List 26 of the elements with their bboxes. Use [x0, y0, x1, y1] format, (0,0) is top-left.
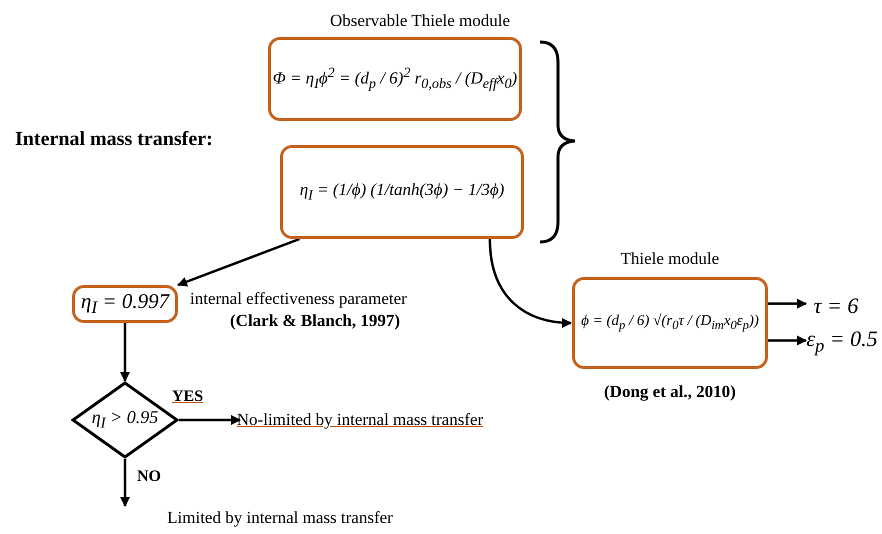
citation-text: (Clark & Blanch, 1997): [230, 311, 400, 331]
arrow: [488, 238, 572, 328]
arrow: [120, 459, 130, 507]
formula-text: Φ = η$_{I}$ϕ$^{2}$ = (d$_{p}$ / 6)$^{2}$ r$_{0,obs}$ / (D$_{eff}$x$_{0}$): [272, 64, 518, 94]
arrow: [177, 238, 300, 286]
arrow: [768, 298, 807, 309]
arrow: [179, 415, 241, 425]
formula-text: η$_{I}$ = 0.997: [80, 289, 170, 319]
formula-box: [268, 37, 522, 121]
module-caption: Thiele module: [620, 249, 720, 269]
formula-text: ϕ = (d$_{p}$ / 6) √(r$_{0}$τ / (D$_{im}$x$_{0}$ε$_{p}$)): [581, 313, 759, 333]
arrow: [768, 335, 807, 346]
arrow: [120, 323, 130, 382]
edge-label: YES: [172, 388, 204, 406]
value-text: τ = 6: [806, 292, 866, 320]
outcome-text: Limited by internal mass transfer: [150, 506, 410, 530]
value-text: ε$_{p}$ = 0.5: [806, 326, 878, 356]
formula-box: [72, 285, 178, 323]
section-heading: Internal mass transfer:: [15, 128, 213, 151]
description-text: internal effectiveness parameter: [190, 289, 407, 309]
formula-box: [280, 145, 524, 239]
formula-text: η$_{I}$ = (1/ϕ) (1/tanh(3ϕ) − 1/3ϕ): [300, 180, 504, 204]
citation-text: (Dong et al., 2010): [604, 382, 736, 402]
formula-box: [572, 277, 768, 369]
formula-text: η$_{I}$ > 0.95: [92, 407, 158, 433]
module-caption: Observable Thiele module: [330, 11, 510, 31]
